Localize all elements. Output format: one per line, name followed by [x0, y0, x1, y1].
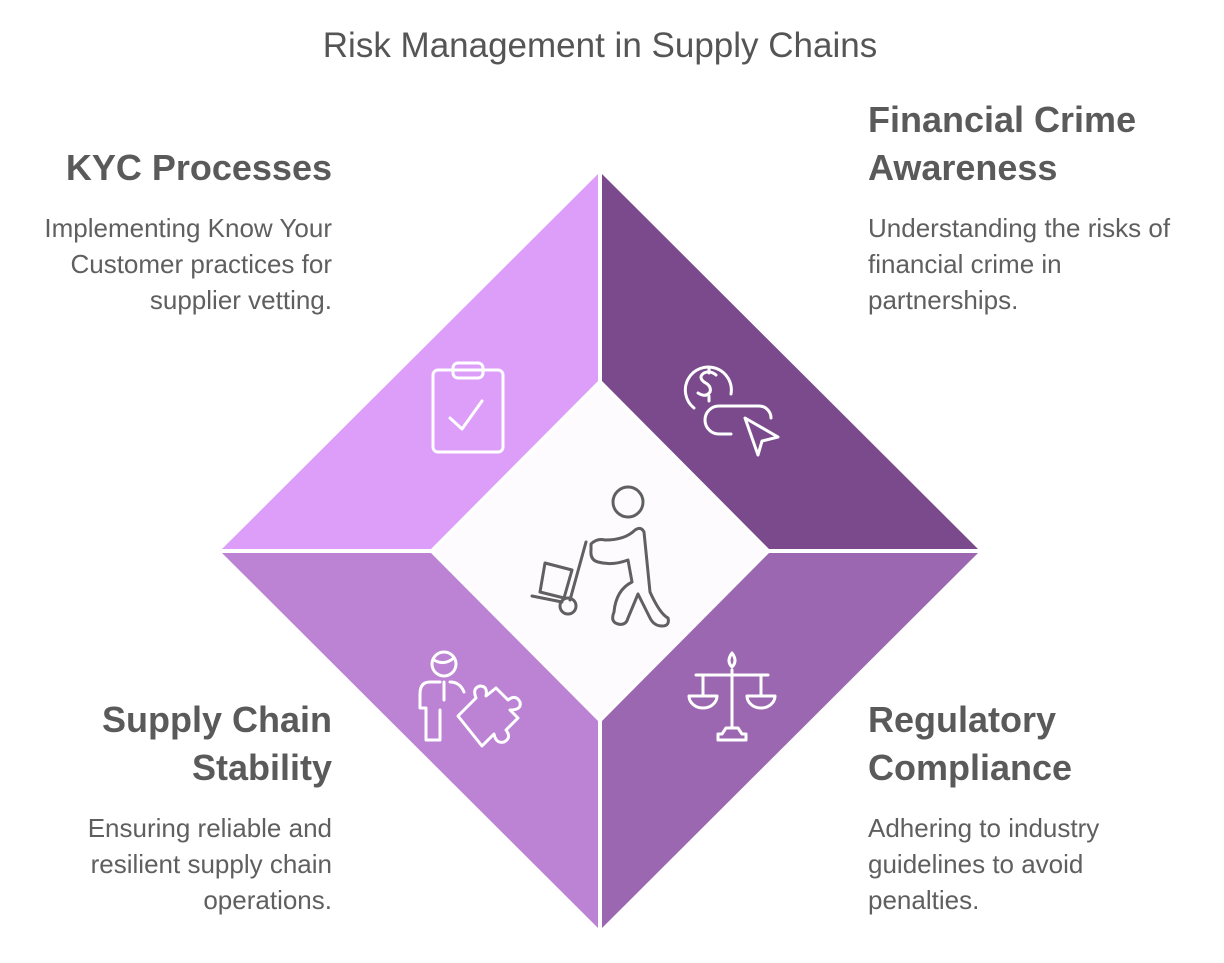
supply-block: Supply Chain Stability Ensuring reliable… — [32, 696, 332, 918]
person-puzzle-icon — [418, 650, 522, 748]
supply-heading: Supply Chain Stability — [101, 699, 332, 788]
quadrant-financial — [602, 174, 978, 549]
quadrant-regulatory — [602, 553, 978, 928]
regulatory-description: Adhering to industry guidelines to avoid… — [868, 813, 1100, 915]
clipboard-check-icon — [431, 361, 505, 454]
quadrant-supply — [222, 553, 598, 928]
center-diamond — [433, 385, 767, 718]
regulatory-block: Regulatory Compliance Adhering to indust… — [868, 696, 1168, 918]
kyc-heading: KYC Processes — [65, 147, 332, 188]
kyc-description: Implementing Know Your Customer practice… — [44, 213, 332, 315]
financial-heading: Financial Crime Awareness — [868, 99, 1137, 188]
diagram-title: Risk Management in Supply Chains — [322, 26, 878, 65]
supply-description: Ensuring reliable and resilient supply c… — [87, 813, 332, 915]
hand-truck-worker-icon — [530, 485, 670, 628]
financial-block: Financial Crime Awareness Understanding … — [868, 96, 1170, 318]
dollar-cursor-icon — [683, 365, 780, 457]
kyc-block: KYC Processes Implementing Know Your Cus… — [32, 144, 332, 318]
quadrant-kyc — [222, 174, 598, 549]
financial-description: Understanding the risks of financial cri… — [868, 213, 1171, 315]
regulatory-heading: Regulatory Compliance — [868, 699, 1073, 788]
scales-icon — [687, 651, 777, 742]
